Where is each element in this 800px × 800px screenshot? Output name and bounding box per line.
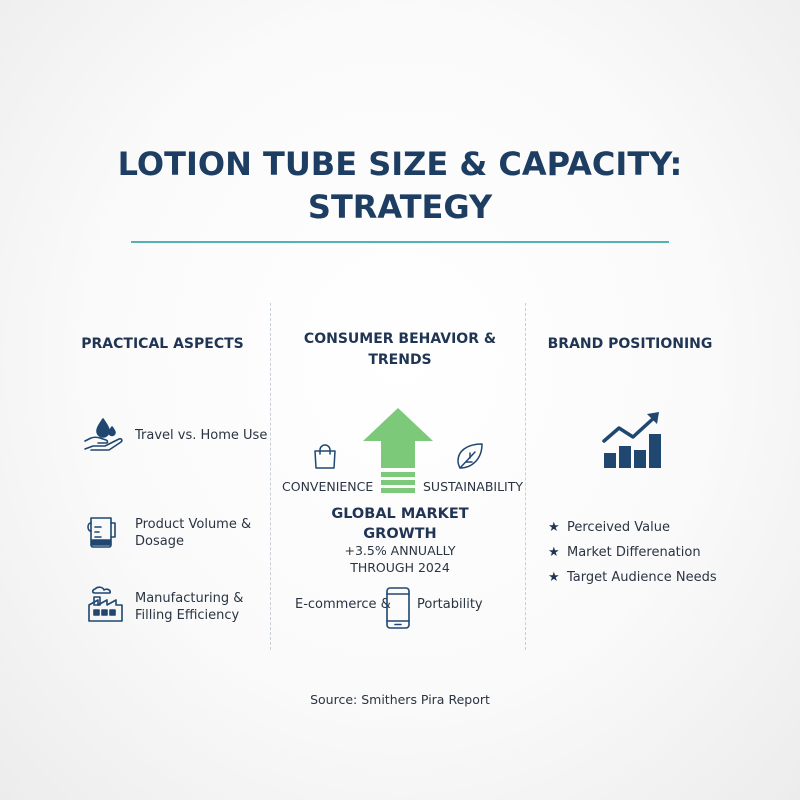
- practical-item-volume: Product Volume & Dosage: [135, 516, 251, 550]
- brand-item: ★ Target Audience Needs: [548, 570, 717, 585]
- star-icon: ★: [548, 520, 560, 535]
- column-divider-left: [270, 303, 271, 650]
- convenience-label: CONVENIENCE: [282, 479, 374, 494]
- growth-arrow-icon: [363, 408, 433, 494]
- growth-title-line2: GROWTH: [363, 526, 437, 542]
- global-market-growth-title: GLOBAL MARKET GROWTH: [272, 504, 528, 544]
- consumer-heading-line2: TRENDS: [368, 352, 432, 368]
- practical-item-manufacturing-line2: Filling Efficiency: [135, 608, 240, 623]
- practical-item-travel-line1: Travel vs. Home Use: [135, 428, 268, 443]
- source-note: Source: Smithers Pira Report: [310, 692, 490, 707]
- title-line-1: LOTION TUBE SIZE & CAPACITY:: [117, 145, 683, 183]
- measuring-cup-icon: [85, 515, 121, 549]
- brand-item-label: Market Differenation: [567, 545, 701, 560]
- practical-aspects-heading: PRACTICAL ASPECTS: [81, 336, 244, 352]
- portability-label: Portability: [417, 597, 483, 612]
- growth-sub-line2: THROUGH 2024: [350, 560, 450, 575]
- practical-item-travel: Travel vs. Home Use: [135, 427, 267, 444]
- leaf-icon: [455, 441, 485, 471]
- bar-chart-trend-icon: [601, 408, 663, 470]
- growth-rate-text: +3.5% ANNUALLY THROUGH 2024: [272, 542, 528, 576]
- ecommerce-label: E-commerce &: [295, 597, 391, 612]
- page-title: LOTION TUBE SIZE & CAPACITY: STRATEGY: [0, 143, 800, 229]
- practical-item-manufacturing-line1: Manufacturing &: [135, 591, 244, 606]
- practical-item-volume-line2: Dosage: [135, 534, 184, 549]
- sustainability-label: SUSTAINABILITY: [423, 479, 524, 494]
- title-line-2: STRATEGY: [307, 188, 493, 226]
- star-icon: ★: [548, 545, 560, 560]
- brand-item-label: Target Audience Needs: [567, 570, 717, 585]
- brand-positioning-heading: BRAND POSITIONING: [547, 336, 713, 352]
- hand-droplet-icon: [82, 417, 128, 453]
- star-icon: ★: [548, 570, 560, 585]
- growth-sub-line1: +3.5% ANNUALLY: [344, 543, 456, 558]
- brand-item-label: Perceived Value: [567, 520, 670, 535]
- practical-item-volume-line1: Product Volume &: [135, 517, 252, 532]
- shopping-bag-icon: [311, 442, 339, 470]
- smartphone-icon: [385, 586, 411, 630]
- consumer-heading-line1: CONSUMER BEHAVIOR &: [303, 331, 497, 347]
- practical-item-manufacturing: Manufacturing & Filling Efficiency: [135, 590, 243, 624]
- title-divider: [131, 241, 669, 243]
- consumer-behavior-heading: CONSUMER BEHAVIOR & TRENDS: [278, 329, 522, 371]
- brand-item: ★ Perceived Value: [548, 520, 670, 535]
- brand-item: ★ Market Differenation: [548, 545, 701, 560]
- factory-icon: [86, 585, 126, 625]
- growth-title-line1: GLOBAL MARKET: [331, 506, 469, 522]
- column-divider-right: [525, 303, 526, 650]
